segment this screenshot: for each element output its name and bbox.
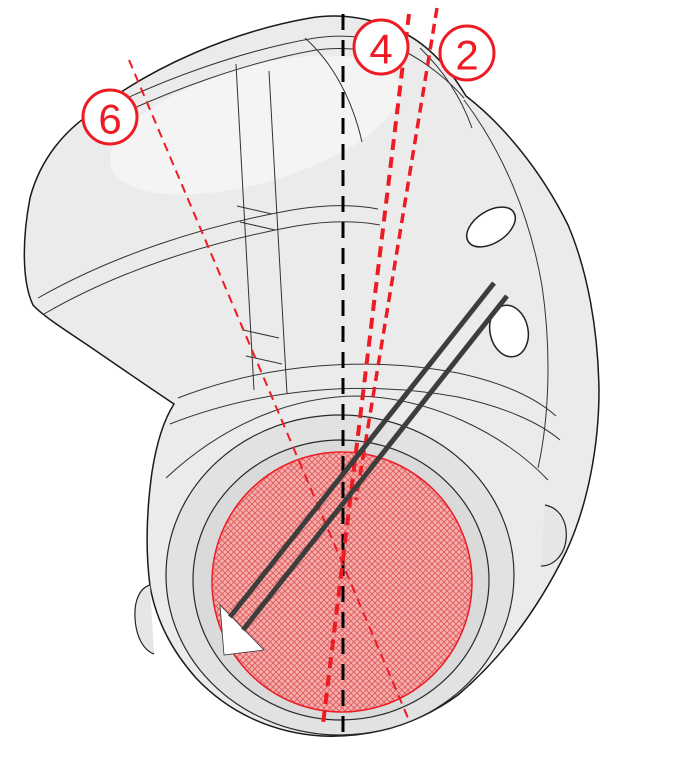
wing-highlight	[109, 55, 401, 195]
badge-text-4: 4	[369, 26, 392, 73]
bone-hole-lower	[488, 304, 530, 358]
label-badge-4: 4	[352, 18, 410, 76]
badge-text-6: 6	[98, 96, 121, 143]
rod-line-1	[228, 281, 496, 619]
axis-line-2	[354, 7, 439, 501]
pelvis-surface-lines	[37, 35, 567, 655]
label-badge-6: 6	[81, 88, 139, 146]
right-tab	[540, 504, 567, 567]
bone-hole-upper	[465, 206, 517, 248]
left-tab	[134, 584, 155, 655]
badge-circle-4	[352, 18, 410, 76]
label-badge-2: 2	[438, 24, 496, 82]
badge-circle-6	[81, 88, 139, 146]
badge-text-2: 2	[455, 32, 478, 79]
rod-line-2	[241, 294, 509, 632]
badge-circle-2	[438, 24, 496, 82]
axis-line-4	[321, 13, 411, 725]
highlight-region	[211, 451, 473, 713]
